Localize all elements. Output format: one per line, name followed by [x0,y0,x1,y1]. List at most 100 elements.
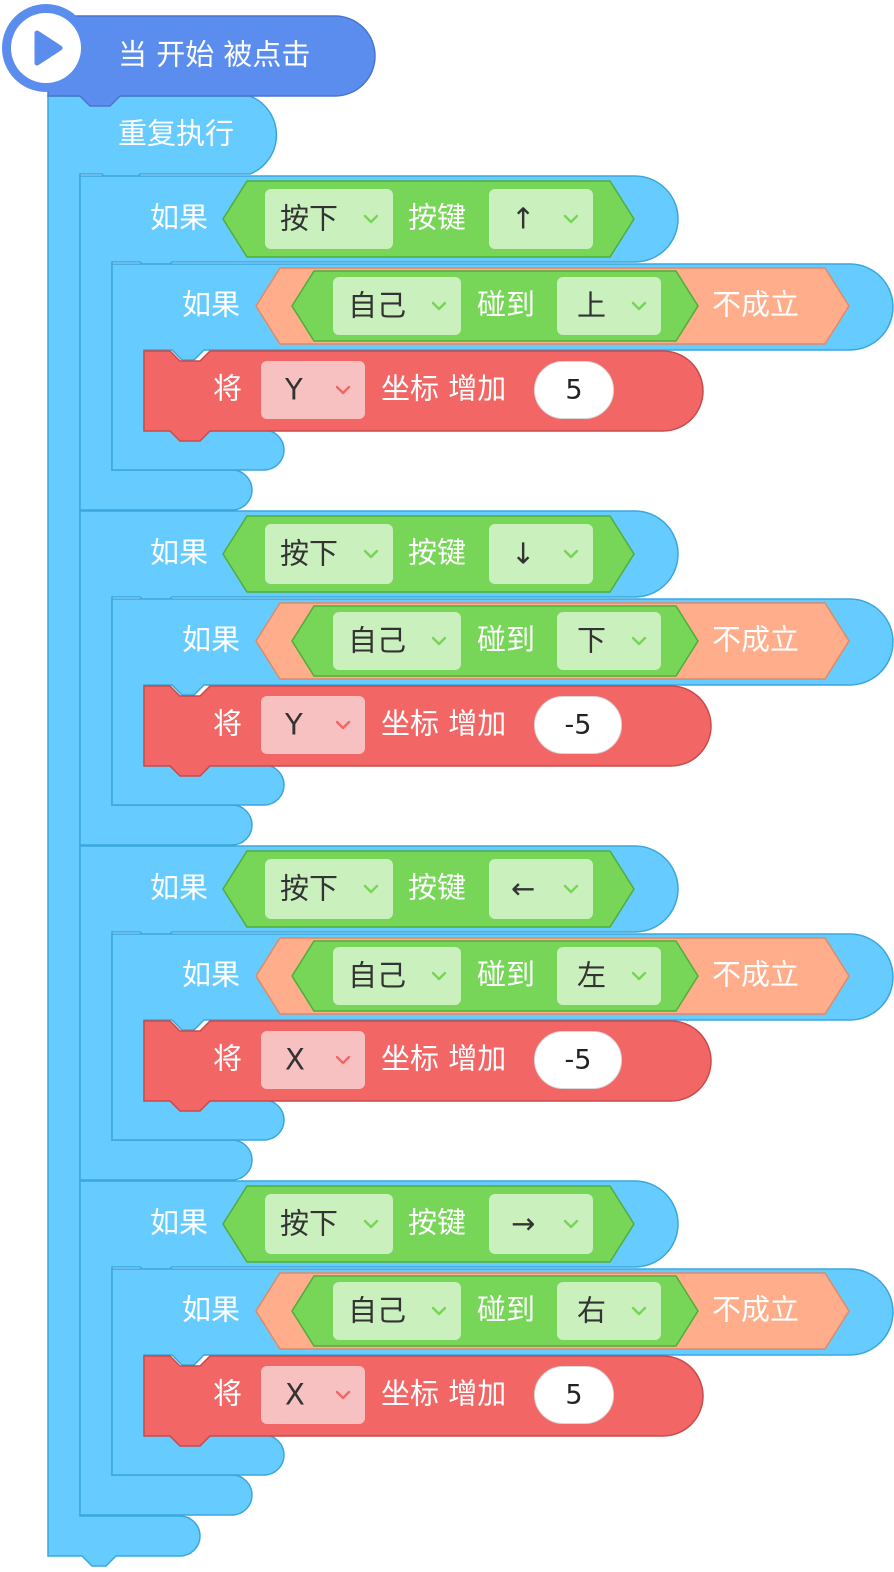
key-label: 按键 [408,200,467,235]
key-state-dropdown-value: 按下 [280,871,339,906]
key-state-dropdown-value: 按下 [280,536,339,571]
key-dropdown-value: ← [511,871,536,906]
key-state-dropdown-value: 按下 [280,1206,339,1241]
sprite-dropdown[interactable]: 自己 [333,612,461,670]
sprite-dropdown[interactable]: 自己 [333,947,461,1005]
repeat-label: 重复执行 [118,116,235,151]
if-label: 如果 [150,1205,209,1240]
key-label: 按键 [408,535,467,570]
value-input-value: -5 [564,709,592,741]
chevron-down-icon [431,1306,447,1316]
chevron-down-icon [363,884,379,894]
chevron-down-icon [431,971,447,981]
when-start-clicked-block[interactable] [47,15,376,107]
key-state-dropdown[interactable]: 按下 [265,1194,393,1254]
touching-label: 碰到 [477,287,536,322]
chevron-down-icon [563,214,579,224]
if-label: 如果 [182,287,241,322]
chevron-down-icon [363,1219,379,1229]
edge-dropdown-value: 右 [577,1293,607,1328]
key-state-dropdown[interactable]: 按下 [265,189,393,249]
if-label: 如果 [182,957,241,992]
chevron-down-icon [363,549,379,559]
axis-dropdown[interactable]: Y [261,696,365,754]
axis-dropdown-value: Y [285,372,303,407]
edge-dropdown-value: 下 [577,623,607,658]
chevron-down-icon [631,1306,647,1316]
axis-dropdown-value: X [285,1042,305,1077]
value-input[interactable]: 5 [534,1366,614,1424]
chevron-down-icon [431,301,447,311]
repeat-forever-block[interactable] [47,95,278,1567]
chevron-down-icon [335,1390,351,1400]
if-block[interactable] [79,845,679,1181]
key-state-dropdown[interactable]: 按下 [265,859,393,919]
chevron-down-icon [563,884,579,894]
set-label: 将 [213,706,243,741]
sprite-dropdown[interactable]: 自己 [333,1282,461,1340]
if-label: 如果 [150,870,209,905]
edge-dropdown[interactable]: 左 [557,947,661,1005]
chevron-down-icon [363,214,379,224]
if-label: 如果 [182,622,241,657]
sprite-dropdown-value: 自己 [348,623,407,658]
sprite-dropdown-value: 自己 [348,958,407,993]
key-dropdown[interactable]: ↓ [489,524,593,584]
axis-dropdown[interactable]: X [261,1031,365,1089]
if-block[interactable] [79,175,679,511]
edge-dropdown[interactable]: 上 [557,277,661,335]
coordinate-change-label: 坐标 增加 [381,706,507,741]
key-dropdown[interactable]: → [489,1194,593,1254]
key-state-dropdown[interactable]: 按下 [265,524,393,584]
key-state-dropdown-value: 按下 [280,201,339,236]
value-input-value: 5 [565,374,583,406]
sprite-dropdown-value: 自己 [348,1293,407,1328]
chevron-down-icon [335,1055,351,1065]
not-label: 不成立 [712,287,800,322]
chevron-down-icon [431,636,447,646]
axis-dropdown[interactable]: X [261,1366,365,1424]
chevron-down-icon [631,301,647,311]
coordinate-change-label: 坐标 增加 [381,1041,507,1076]
value-input[interactable]: -5 [534,1031,622,1089]
edge-dropdown-value: 左 [577,958,607,993]
set-label: 将 [213,1376,243,1411]
chevron-down-icon [563,549,579,559]
edge-dropdown-value: 上 [577,288,607,323]
sprite-dropdown[interactable]: 自己 [333,277,461,335]
coordinate-change-label: 坐标 增加 [381,371,507,406]
chevron-down-icon [563,1219,579,1229]
if-block[interactable] [79,510,679,846]
chevron-down-icon [335,720,351,730]
key-dropdown-value: ↑ [511,201,536,236]
if-label: 如果 [150,535,209,570]
key-label: 按键 [408,870,467,905]
if-block[interactable] [79,1180,679,1516]
key-dropdown-value: → [511,1206,536,1241]
value-input[interactable]: 5 [534,361,614,419]
axis-dropdown[interactable]: Y [261,361,365,419]
key-dropdown[interactable]: ← [489,859,593,919]
if-label: 如果 [182,1292,241,1327]
key-label: 按键 [408,1205,467,1240]
set-label: 将 [213,1041,243,1076]
value-input-value: 5 [565,1379,583,1411]
chevron-down-icon [631,636,647,646]
not-label: 不成立 [712,1292,800,1327]
not-label: 不成立 [712,957,800,992]
value-input[interactable]: -5 [534,696,622,754]
chevron-down-icon [335,385,351,395]
key-dropdown[interactable]: ↑ [489,189,593,249]
set-label: 将 [213,371,243,406]
value-input-value: -5 [564,1044,592,1076]
axis-dropdown-value: Y [285,707,303,742]
edge-dropdown[interactable]: 下 [557,612,661,670]
axis-dropdown-value: X [285,1377,305,1412]
key-dropdown-value: ↓ [511,536,536,571]
touching-label: 碰到 [477,622,536,657]
touching-label: 碰到 [477,957,536,992]
not-label: 不成立 [712,622,800,657]
edge-dropdown[interactable]: 右 [557,1282,661,1340]
sprite-dropdown-value: 自己 [348,288,407,323]
coordinate-change-label: 坐标 增加 [381,1376,507,1411]
